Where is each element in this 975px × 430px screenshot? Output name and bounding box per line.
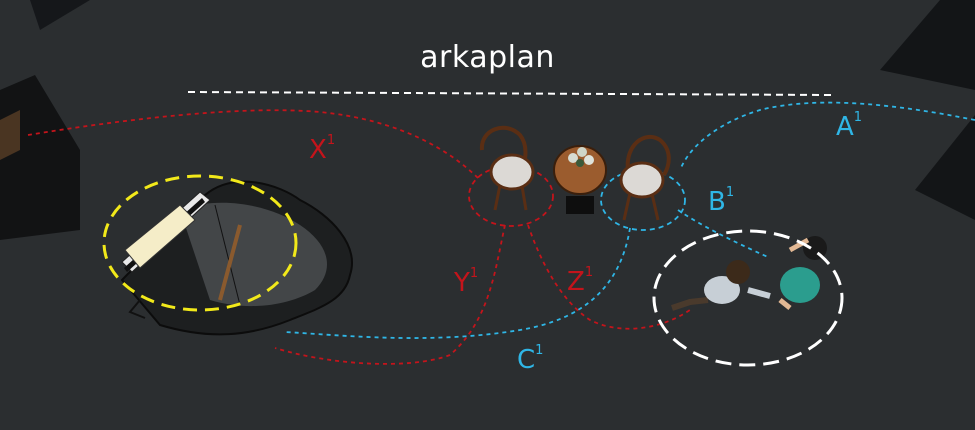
label-c: C1 — [517, 343, 544, 375]
round-table-icon — [553, 145, 607, 214]
left-wall-flat — [0, 75, 80, 240]
label-y: Y1 — [454, 266, 479, 298]
label-x: X1 — [309, 133, 336, 165]
path-x — [27, 109, 481, 181]
path-a — [679, 101, 975, 171]
background-label: arkaplan — [420, 40, 555, 75]
path-b — [677, 209, 771, 259]
label-z: Z1 — [567, 265, 594, 297]
left-top-flat — [30, 0, 90, 30]
chair-left-circle — [468, 165, 554, 227]
path-z — [527, 224, 691, 330]
path-y — [274, 224, 506, 365]
left-wall-edge — [0, 110, 20, 160]
piano-focus-circle — [102, 174, 298, 312]
label-b: B1 — [708, 185, 735, 217]
right-top-flat — [880, 0, 975, 90]
standing-woman-icon — [778, 236, 827, 310]
right-mid-flat — [915, 115, 975, 220]
couple-focus-circle — [652, 229, 844, 367]
chair-right-circle — [600, 169, 686, 231]
backdrop-line — [187, 91, 833, 96]
chair-icon — [479, 125, 535, 211]
label-a: A1 — [836, 110, 863, 142]
grand-piano-icon — [120, 180, 353, 336]
path-c — [284, 227, 631, 339]
chair-icon — [619, 134, 671, 221]
kneeling-man-icon — [671, 260, 771, 311]
